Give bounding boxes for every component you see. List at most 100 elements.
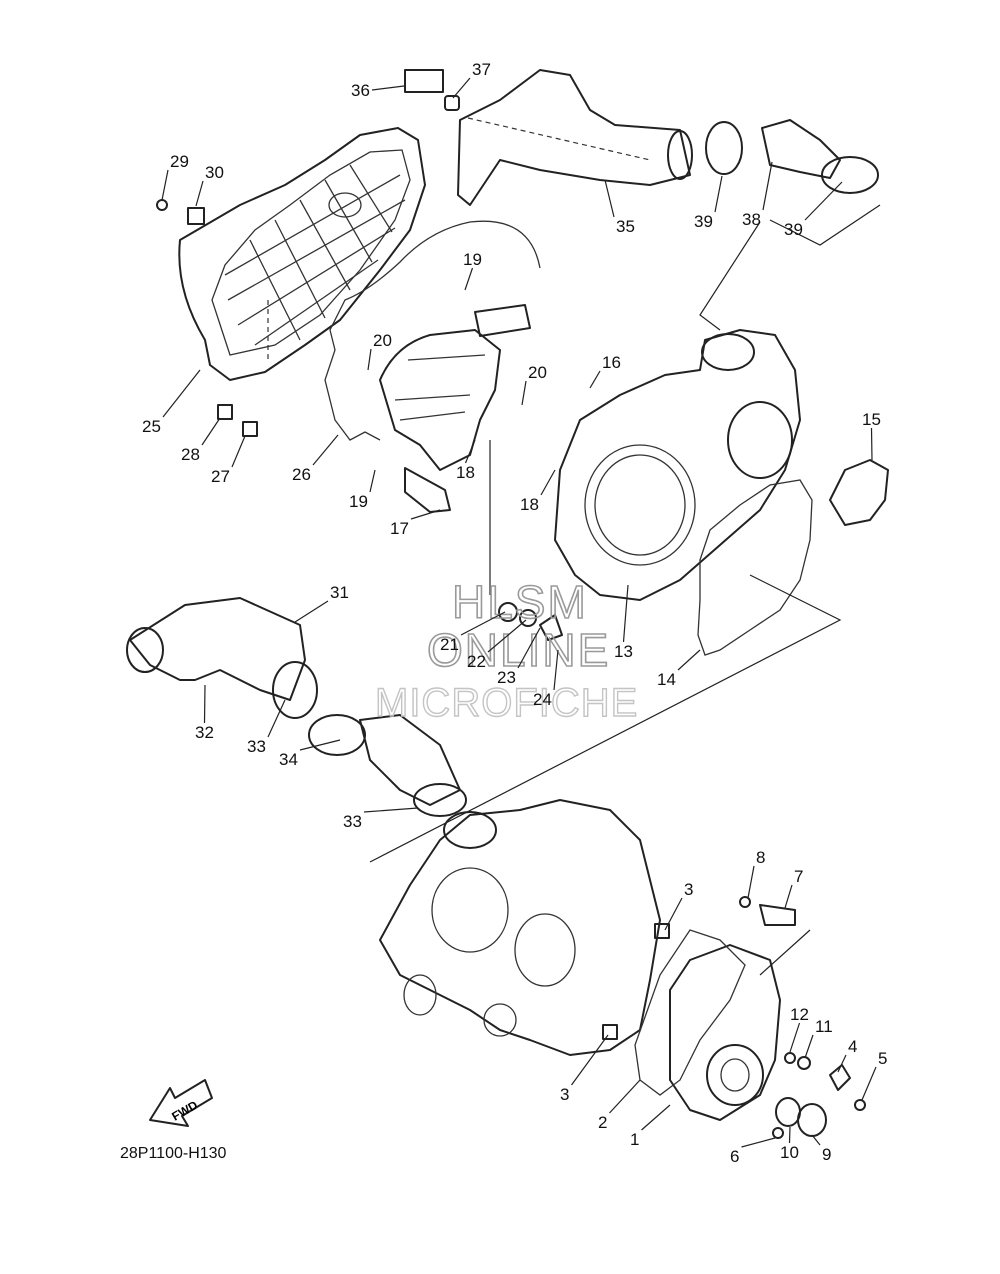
callout-c39a: 39 <box>694 212 713 231</box>
bracket-part-4 <box>829 1064 851 1091</box>
callout-c10: 10 <box>780 1143 799 1162</box>
leader-c39a <box>714 175 723 213</box>
leader-c35 <box>604 179 615 218</box>
callout-c8: 8 <box>756 848 765 867</box>
callout-c11: 11 <box>815 1017 833 1036</box>
callout-c18b: 18 <box>520 495 539 514</box>
lower-duct-part <box>126 597 467 817</box>
callout-c38: 38 <box>742 210 761 229</box>
bolt-part-6 <box>772 1127 784 1139</box>
seal-plate-part <box>829 459 889 526</box>
callout-c6: 6 <box>730 1147 739 1166</box>
side-cover-part <box>669 944 781 1121</box>
leader-c20b <box>521 380 527 406</box>
callout-c32: 32 <box>195 723 214 742</box>
leader-c1 <box>641 1104 671 1131</box>
callout-c20b: 20 <box>528 363 547 382</box>
callout-c15: 15 <box>862 410 881 429</box>
leader-c25 <box>162 369 201 418</box>
watermark: HLSM ONLINE MICROFICHE <box>374 575 638 726</box>
callout-c27: 27 <box>211 467 230 486</box>
callout-c29: 29 <box>170 152 189 171</box>
callout-c18a: 18 <box>456 463 475 482</box>
leader-c39b <box>804 181 843 221</box>
callout-c17: 17 <box>390 519 409 538</box>
side-gasket-part <box>634 929 746 1096</box>
leader-c33b <box>363 807 419 813</box>
callout-c37: 37 <box>472 60 491 79</box>
leader-c20a <box>367 348 372 371</box>
leader-c27 <box>231 435 246 468</box>
callout-c19b: 19 <box>349 492 368 511</box>
leader-c34 <box>299 739 341 751</box>
leader-c6 <box>741 1137 776 1148</box>
leader-c24 <box>553 649 559 691</box>
callout-c20a: 20 <box>373 331 392 350</box>
seal-part <box>519 609 537 627</box>
callout-c1: 1 <box>630 1130 639 1149</box>
ring-part-12 <box>784 1052 796 1064</box>
leader-c18b <box>540 469 556 496</box>
crankcase-cover-part <box>554 329 801 601</box>
outer-cover-part <box>178 127 426 381</box>
callout-c3b: 3 <box>560 1085 569 1104</box>
leader-c37 <box>452 77 471 99</box>
callout-c22: 22 <box>467 652 486 671</box>
callout-c3a: 3 <box>684 880 693 899</box>
dash-line-a <box>467 117 651 161</box>
callout-c14: 14 <box>657 670 676 689</box>
bracket-part-7 <box>759 904 796 926</box>
callout-c35: 35 <box>616 217 635 236</box>
nut-part-11 <box>797 1056 811 1070</box>
callout-c33b: 33 <box>343 812 362 831</box>
gasket-part <box>697 479 813 656</box>
leader-c19b <box>369 469 376 493</box>
leader-c17 <box>410 509 441 520</box>
callout-c39b: 39 <box>784 220 803 239</box>
leader-c29 <box>161 169 169 201</box>
leader-c14 <box>677 649 701 671</box>
callout-c33a: 33 <box>247 737 266 756</box>
filter-pad-part <box>404 69 444 93</box>
callout-c30: 30 <box>205 163 224 182</box>
leader-c2 <box>609 1079 641 1114</box>
leader-c8 <box>747 865 755 899</box>
watermark-line-1: HLSM <box>452 576 588 628</box>
leader-c16 <box>589 370 601 389</box>
watermark-line-2: ONLINE <box>427 624 610 676</box>
dowel-part-3b <box>602 1024 618 1040</box>
leader-c30 <box>195 180 204 207</box>
callout-c9: 9 <box>822 1145 831 1164</box>
cover-guide-part <box>379 304 531 513</box>
dowel-part-3a <box>654 923 670 939</box>
callout-c7: 7 <box>794 867 803 886</box>
leader-c19a <box>464 267 474 291</box>
callout-c34: 34 <box>279 750 298 769</box>
leader-c7 <box>784 884 793 909</box>
leader-c22 <box>487 619 527 653</box>
nut-part <box>444 95 460 111</box>
leader-c15 <box>870 427 873 461</box>
leader-c3b <box>571 1034 609 1086</box>
callout-c36: 36 <box>351 81 370 100</box>
fwd-arrow: FWD <box>149 1079 213 1127</box>
air-duct-part <box>457 69 693 206</box>
leader-c36 <box>371 85 405 91</box>
leader-c4 <box>837 1054 847 1073</box>
callout-c12: 12 <box>790 1005 809 1024</box>
diagram-code: 28P1100-H130 <box>120 1145 227 1162</box>
bolt-part-29 <box>156 199 168 211</box>
callout-c16: 16 <box>602 353 621 372</box>
callout-c24: 24 <box>533 690 552 709</box>
leader-c28 <box>201 417 221 446</box>
leader-c5 <box>861 1066 877 1101</box>
boot-part <box>761 119 841 179</box>
clamp-part-b <box>821 156 879 194</box>
leader-c18a <box>464 439 476 464</box>
bolt-part-5 <box>854 1099 866 1111</box>
bracket-part <box>187 207 205 225</box>
leader-c13 <box>622 584 629 643</box>
leader-c11 <box>804 1034 814 1059</box>
